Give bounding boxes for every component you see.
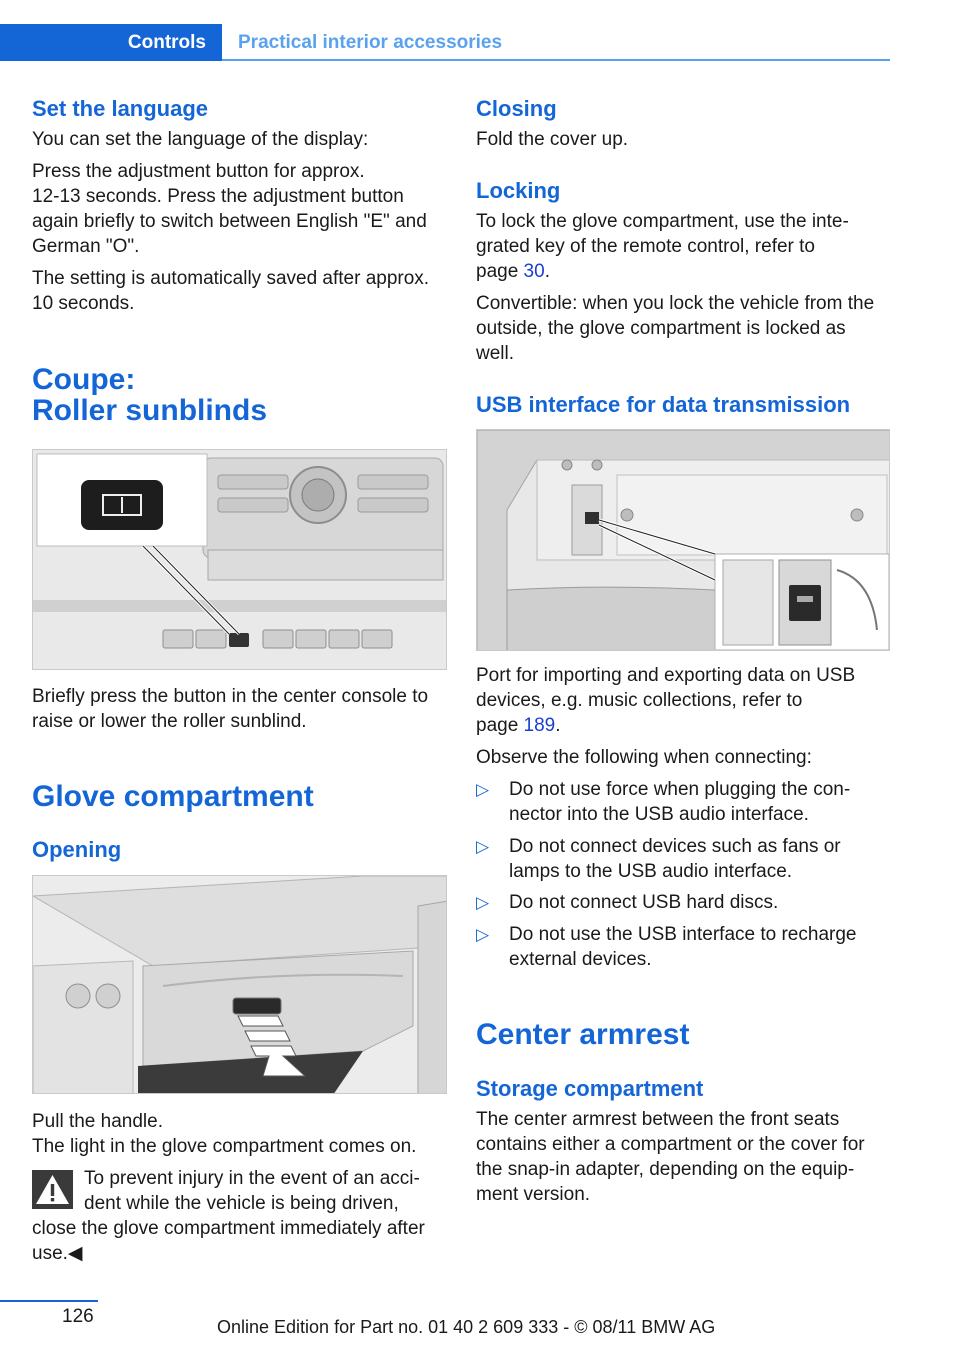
roller-caption: Briefly press the button in the center c… (32, 686, 429, 732)
opening-heading: Opening (32, 837, 122, 862)
header-subsection[interactable]: Practical interior accessories (238, 32, 503, 53)
footer-rule (0, 1300, 98, 1302)
locking-text: To lock the glove compartment, use the i… (476, 211, 849, 282)
glove-pull-handle: Pull the handle. (32, 1111, 163, 1132)
triangle-right-icon: ▷ (476, 925, 490, 944)
header-rule (222, 59, 890, 61)
page-30-link[interactable]: 30 (523, 261, 545, 282)
usb-heading: USB interface for data transmission (476, 392, 851, 417)
glove-light-note: The light in the glove compartment comes… (32, 1136, 417, 1157)
triangle-right-icon: ▷ (476, 780, 490, 799)
convertible-text: Convertible: when you lock the vehicle f… (476, 293, 875, 364)
triangle-right-icon: ▷ (476, 893, 490, 912)
locking-heading: Locking (476, 178, 561, 203)
closing-heading: Closing (476, 96, 557, 121)
set-language-heading: Set the language (32, 96, 209, 121)
set-language-autosave: The setting is automatically saved after… (32, 268, 430, 314)
page-189-link[interactable]: 189 (523, 715, 556, 736)
glove-compartment-figure (32, 875, 447, 1094)
center-armrest-heading: Center armrest (476, 1018, 690, 1051)
set-language-intro: You can set the language of the display: (32, 129, 369, 150)
warning-line-1: To prevent injury in the event of an acc… (84, 1168, 420, 1189)
header-section[interactable]: Controls (127, 32, 206, 53)
warning-line-4: use.◀ (32, 1243, 83, 1264)
warning-triangle-icon (32, 1170, 73, 1209)
page-number: 126 (62, 1306, 94, 1327)
closing-text: Fold the cover up. (476, 129, 629, 150)
header-accent-bar (0, 24, 222, 61)
storage-compartment-heading: Storage compartment (476, 1076, 704, 1101)
warning-line-3: close the glove compartment immediately … (32, 1218, 425, 1239)
roller-sunblinds-heading: Coupe: Roller sunblinds (32, 363, 268, 427)
center-console-figure (32, 449, 447, 670)
usb-interface-figure (476, 429, 890, 651)
set-language-instructions: Press the adjustment button for approx. … (32, 161, 427, 257)
usb-observe-text: Observe the following when connecting: (476, 747, 812, 768)
footer-edition: Online Edition for Part no. 01 40 2 609 … (217, 1317, 716, 1337)
armrest-text: The center armrest between the front sea… (476, 1109, 865, 1205)
usb-port-text: Port for importing and exporting data on… (476, 665, 856, 736)
glove-compartment-heading: Glove compartment (32, 780, 314, 813)
warning-line-2: dent while the vehicle is being driven, (84, 1193, 399, 1214)
triangle-right-icon: ▷ (476, 837, 490, 856)
